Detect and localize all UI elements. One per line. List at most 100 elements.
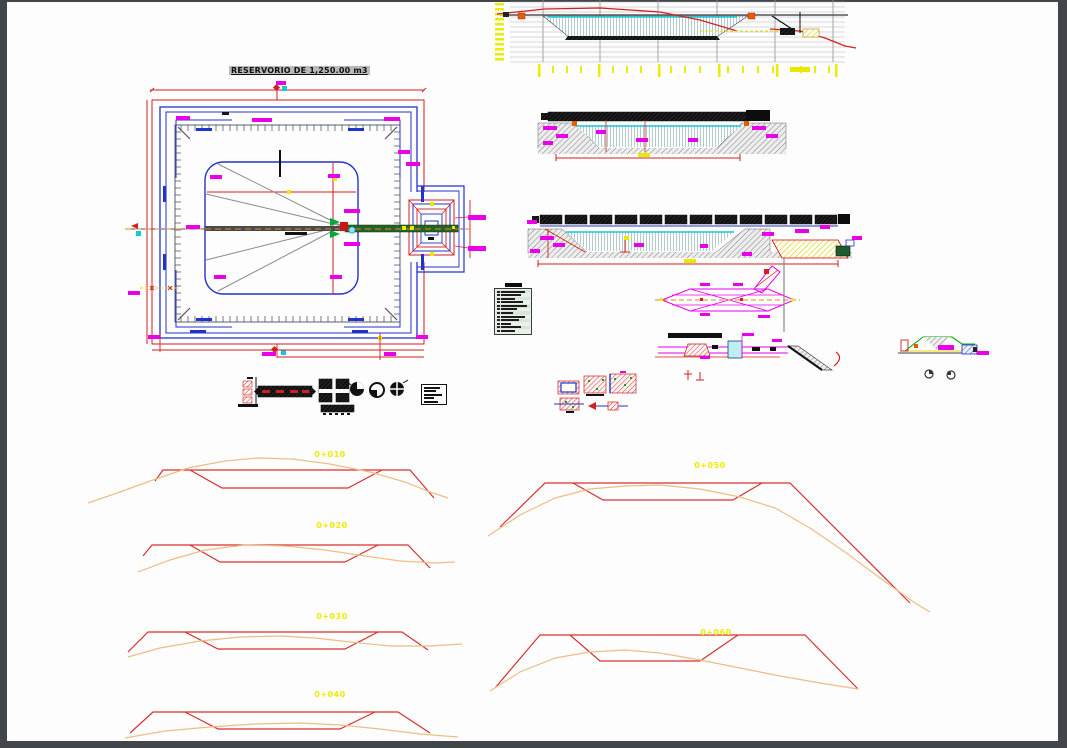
- legend-row: [496, 308, 530, 311]
- section-ground-line: [489, 649, 859, 692]
- annotation-label: [344, 209, 360, 213]
- annotation-label: [210, 175, 222, 179]
- annotation-label: [688, 138, 698, 142]
- annotation-label: [196, 128, 212, 131]
- legend-row: [496, 318, 530, 322]
- section-design-line: [494, 634, 859, 690]
- annotation-label: [752, 126, 766, 130]
- annotation-label: [700, 283, 710, 286]
- annotation-label: [977, 351, 989, 355]
- legend-row: [496, 315, 530, 318]
- paper: [7, 2, 1058, 741]
- annotation-label: [196, 318, 212, 321]
- annotation-label: [416, 335, 428, 339]
- annotation-label: [421, 254, 424, 270]
- section-design-line: [127, 631, 429, 653]
- annotation-label: [163, 186, 166, 202]
- annotation-label: [742, 333, 754, 336]
- annotation-label: [772, 339, 782, 342]
- section-design-line: [499, 482, 911, 604]
- annotation-label: [352, 330, 368, 333]
- notes-box: [421, 384, 447, 405]
- annotation-label: [328, 174, 340, 178]
- legend-row: [496, 297, 530, 301]
- annotation-label: [762, 232, 774, 236]
- annotation-label: [820, 225, 830, 229]
- longitudinal-profile: [495, 0, 857, 77]
- annotation-label: [543, 126, 557, 130]
- annotation-label: [252, 118, 272, 122]
- section-ground-line: [87, 457, 449, 504]
- section-ground-line: [487, 484, 931, 613]
- annotation-label: [186, 225, 200, 229]
- annotation-label: [406, 162, 420, 166]
- annotation-label: [758, 315, 770, 318]
- note-line: [424, 390, 436, 393]
- legend-row: [496, 325, 530, 329]
- note-line: [424, 400, 438, 403]
- annotation-label: [468, 215, 486, 220]
- annotation-label: [348, 128, 364, 131]
- annotation-label: [634, 243, 644, 247]
- annotation-label: [421, 186, 424, 202]
- annotation-label: [176, 116, 190, 120]
- annotation-label: [384, 352, 396, 356]
- section-excavation-line: [572, 482, 763, 501]
- section-design-line: [142, 544, 431, 569]
- annotation-label: [636, 138, 648, 142]
- cross-section-a: [537, 110, 787, 161]
- annotation-label: [163, 254, 166, 270]
- flow-arrow-icon: [330, 230, 340, 238]
- section-excavation-line: [184, 711, 376, 730]
- section-excavation-line: [189, 544, 379, 563]
- detail-drawings: [238, 258, 986, 415]
- annotation-label: [700, 356, 710, 359]
- annotation-label: [733, 283, 743, 286]
- drawing-title: RESERVORIO DE 1,250.00 m3: [229, 66, 370, 75]
- section-ground-line: [137, 544, 456, 573]
- annotation-label: [766, 134, 778, 138]
- note-line: [424, 397, 434, 400]
- section-station-label: 0+050: [694, 461, 726, 470]
- legend-row: [496, 304, 530, 308]
- section-ground-line: [124, 722, 459, 739]
- legend-row: [496, 329, 530, 332]
- annotation-label: [540, 236, 554, 240]
- annotation-label: [128, 291, 140, 295]
- annotation-label: [700, 313, 710, 316]
- annotation-label: [530, 249, 540, 253]
- annotation-label: [543, 141, 553, 145]
- legend-row: [496, 301, 530, 304]
- annotation-label: [742, 252, 752, 256]
- annotation-label: [684, 259, 696, 263]
- annotation-label: [330, 275, 342, 279]
- annotation-label: [190, 330, 206, 333]
- station-cross-sections: [87, 457, 931, 739]
- section-ground-line: [127, 635, 463, 658]
- section-station-label: 0+020: [316, 521, 348, 530]
- legend-row: [496, 294, 530, 297]
- annotation-label: [553, 243, 565, 247]
- annotation-label: [262, 352, 276, 356]
- annotation-label: [596, 130, 606, 134]
- section-station-label: 0+040: [314, 690, 346, 699]
- section-station-label: 0+010: [314, 450, 346, 459]
- section-station-label: 0+030: [316, 612, 348, 621]
- annotation-label: [222, 112, 229, 115]
- legend-title-bar: [504, 283, 522, 287]
- annotation-label: [527, 220, 537, 224]
- profile-outlet-detail: [503, 12, 820, 38]
- note-line: [424, 387, 440, 389]
- reservoir-plan: [125, 83, 471, 360]
- section-design-line: [154, 469, 435, 499]
- annotation-label: [790, 67, 810, 72]
- flow-arrow-icon: [330, 218, 340, 226]
- annotation-label: [556, 134, 568, 138]
- section-excavation-line: [189, 469, 383, 489]
- section-design-line: [129, 711, 431, 734]
- annotation-label: [214, 275, 226, 279]
- annotation-label: [468, 246, 486, 251]
- note-line: [424, 393, 442, 396]
